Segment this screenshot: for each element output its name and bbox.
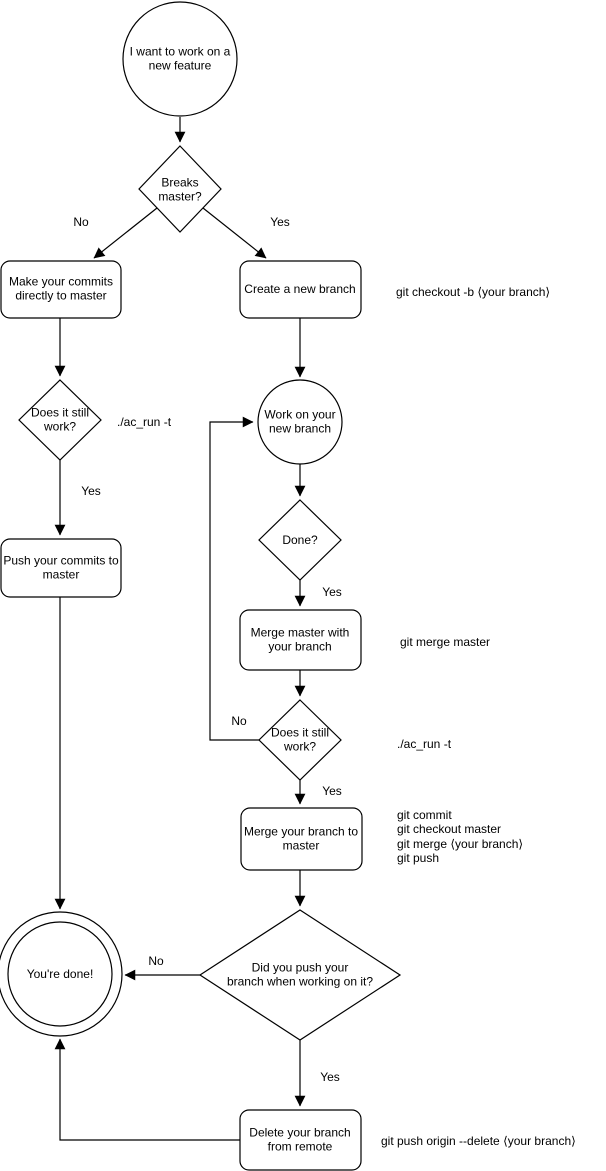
annotation-delete-branch: git push origin --delete ⟨your branch⟩ bbox=[381, 1133, 576, 1148]
delete-branch-node bbox=[239, 1109, 362, 1171]
done-node-outer bbox=[0, 911, 123, 1037]
annotation-merge-branch-line-2: git checkout master bbox=[397, 822, 502, 837]
create-branch-node bbox=[239, 260, 362, 319]
work-branch-node bbox=[257, 379, 343, 465]
merge-branch-label: Merge your branch to master bbox=[243, 824, 359, 853]
edge-breaks-yes-to-create-branch bbox=[202, 207, 267, 259]
done-q-label: Done? bbox=[282, 532, 318, 547]
create-branch-label: Create a new branch bbox=[244, 281, 356, 296]
breaks-master-label: Breaks master? bbox=[158, 175, 202, 204]
done-node-label: You're done! bbox=[26, 966, 94, 981]
delete-branch-label: Delete your branch from remote bbox=[249, 1125, 351, 1154]
annotation-ac-run-right: ./ac_run -t bbox=[397, 736, 452, 751]
annotation-ac-run-left: ./ac_run -t bbox=[117, 414, 172, 429]
edge-label-did-push-no: No bbox=[148, 953, 164, 968]
edge-label-still-right-yes: Yes bbox=[322, 783, 342, 798]
annotation-merge-branch-line-1: git commit bbox=[397, 808, 452, 822]
annotation-merge-branch-line-3: git merge ⟨your branch⟩ bbox=[397, 836, 524, 851]
annotation-merge-branch: git commit git checkout master git merge… bbox=[397, 808, 523, 865]
annotation-merge-branch-line-4: git push bbox=[397, 850, 440, 865]
start-node bbox=[122, 1, 238, 117]
did-push-label: Did you push your branch when working on… bbox=[226, 960, 374, 989]
start-node-label: I want to work on a new feature bbox=[129, 44, 231, 73]
merge-master-node bbox=[239, 609, 362, 671]
edge-label-did-push-yes: Yes bbox=[320, 1069, 340, 1084]
edge-label-breaks-yes: Yes bbox=[270, 214, 290, 229]
breaks-master-diamond bbox=[138, 145, 222, 233]
push-commits-label: Push your commits to master bbox=[3, 553, 119, 582]
annotation-create-branch: git checkout -b ⟨your branch⟩ bbox=[396, 284, 551, 299]
make-commits-node bbox=[0, 260, 122, 319]
edge-still-work-right-no-loop bbox=[209, 416, 259, 741]
merge-master-label: Merge master with your branch bbox=[250, 625, 350, 654]
still-work-right-label: Does it still work? bbox=[270, 725, 329, 754]
still-work-right-diamond bbox=[258, 699, 342, 781]
still-work-left-label: Does it still work? bbox=[30, 405, 89, 434]
annotation-merge-master: git merge master bbox=[400, 634, 491, 649]
make-commits-label: Make your commits directly to master bbox=[8, 274, 114, 303]
push-commits-node bbox=[0, 538, 122, 598]
edge-delete-branch-to-done bbox=[54, 1038, 240, 1141]
edge-label-breaks-no: No bbox=[73, 214, 89, 229]
edge-label-done-yes: Yes bbox=[322, 584, 342, 599]
edge-breaks-no-to-make-commits bbox=[93, 207, 158, 259]
work-branch-label: Work on your new branch bbox=[264, 407, 336, 436]
done-node-inner bbox=[7, 921, 113, 1027]
did-push-diamond bbox=[198, 909, 402, 1041]
edge-label-still-left-yes: Yes bbox=[81, 483, 101, 498]
edge-label-still-right-no: No bbox=[231, 713, 247, 728]
merge-branch-node bbox=[240, 807, 363, 871]
still-work-left-diamond bbox=[18, 379, 102, 461]
done-q-diamond bbox=[258, 499, 342, 581]
